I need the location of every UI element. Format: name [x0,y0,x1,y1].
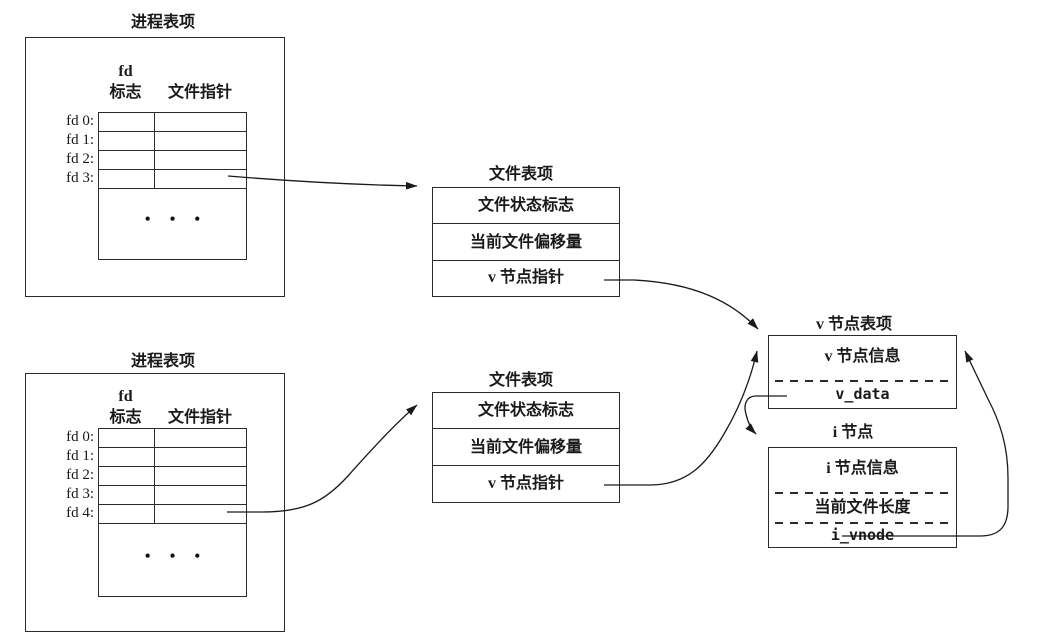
fd-column-divider [154,429,155,524]
process-table-2-title: 进程表项 [130,353,195,370]
arrow-file-table-1-to-vnode [604,279,759,330]
file-status-flags-row: 文件状态标志 [433,188,619,224]
inode-title: i 节点 [832,424,874,441]
fd-row-label: fd 0: [66,113,94,129]
fd-flags-header-1: fd 标志 [98,61,153,103]
fd-row [99,467,246,486]
flags-column-header: 标志 [109,84,142,101]
fd-row [99,113,246,132]
fd-row [99,429,246,448]
vnode-pointer-row: v 节点指针 [487,475,564,492]
fd-row-label: fd 3: [66,486,94,502]
inode-info-row: i 节点信息 [826,460,899,477]
ivnode-row: i_vnode [830,526,895,544]
ellipsis-dots: • • • [144,209,201,229]
vnode-info-row: v 节点信息 [824,348,901,365]
pointer-column-header-1: 文件指针 [167,84,232,101]
fd-row [99,486,246,505]
vnode-table-title: v 节点表项 [815,316,892,333]
current-file-offset-row: 当前文件偏移量 [433,224,619,261]
fd-column-divider [154,113,155,189]
fd-row [99,132,246,151]
fd-row [99,448,246,467]
fd-row [99,151,246,170]
fd-table-2: • • • [98,428,247,597]
fd-row-label: fd 3: [66,170,94,186]
file-table-2-title: 文件表项 [488,372,553,389]
fd-row [99,170,246,189]
file-table-2-box: 文件状态标志 当前文件偏移量 v 节点指针 [432,392,620,503]
fd-label: fd [118,388,133,405]
ellipsis-dots: • • • [144,546,201,566]
fd-flags-header-2: fd 标志 [98,386,153,428]
fd-row-label: fd 1: [66,448,94,464]
process-table-1-title: 进程表项 [130,14,195,31]
arrow-file-table-2-to-vnode [604,350,759,486]
fd-row-label: fd 2: [66,467,94,483]
fd-row-label: fd 4: [66,505,94,521]
current-file-offset-row: 当前文件偏移量 [433,429,619,466]
vnode-table-box: v 节点信息 v_data [768,335,957,409]
fd-label: fd [118,63,133,80]
pointer-column-header-2: 文件指针 [167,409,232,426]
file-table-1-title: 文件表项 [488,166,553,183]
fd-table-1: • • • [98,112,247,260]
fd-row [99,505,246,524]
file-table-1-box: 文件状态标志 当前文件偏移量 v 节点指针 [432,187,620,297]
inode-box: i 节点信息 当前文件长度 i_vnode [768,447,957,548]
vdata-row: v_data [835,385,890,403]
fd-row-label: fd 2: [66,151,94,167]
current-file-length-row: 当前文件长度 [814,499,911,516]
flags-column-header: 标志 [109,409,142,426]
fd-row-label: fd 1: [66,132,94,148]
vnode-pointer-row: v 节点指针 [487,269,564,286]
fd-row-label: fd 0: [66,429,94,445]
file-status-flags-row: 文件状态标志 [433,393,619,429]
